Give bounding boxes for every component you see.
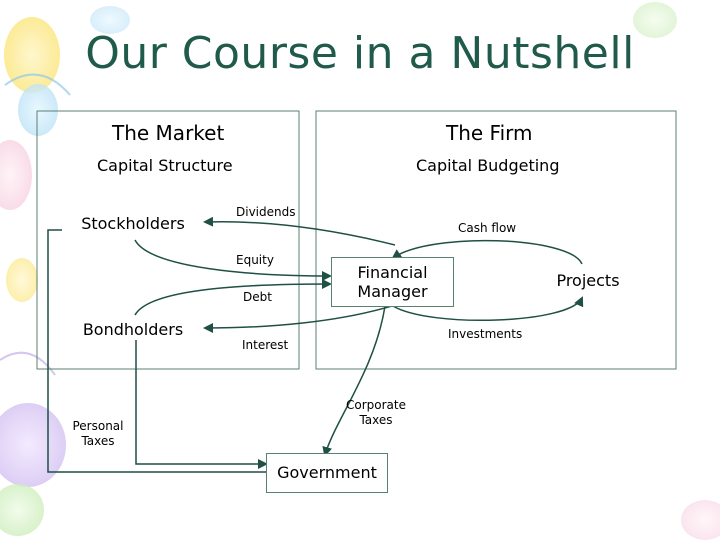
firm-subtitle: Capital Budgeting bbox=[416, 156, 559, 175]
projects-box: Projects bbox=[530, 262, 646, 300]
bondholders-box: Bondholders bbox=[62, 310, 204, 350]
stockholders-box: Stockholders bbox=[62, 204, 204, 244]
projects-label: Projects bbox=[556, 271, 619, 290]
market-title: The Market bbox=[112, 121, 224, 145]
government-box: Government bbox=[266, 453, 388, 493]
stockholders-label: Stockholders bbox=[81, 214, 185, 233]
slide-title: Our Course in a Nutshell bbox=[0, 28, 720, 79]
equity-label: Equity bbox=[236, 253, 274, 267]
debt-label: Debt bbox=[243, 290, 272, 304]
cash-flow-label: Cash flow bbox=[458, 221, 516, 235]
financial-manager-label: Financial Manager bbox=[348, 263, 438, 301]
investments-label: Investments bbox=[448, 327, 522, 341]
firm-title: The Firm bbox=[446, 121, 533, 145]
dividends-label: Dividends bbox=[236, 205, 295, 219]
corporate-taxes-label: Corporate Taxes bbox=[340, 398, 412, 428]
government-label: Government bbox=[277, 463, 377, 482]
financial-manager-box: Financial Manager bbox=[331, 257, 454, 307]
bondholders-label: Bondholders bbox=[83, 320, 183, 339]
interest-label: Interest bbox=[242, 338, 288, 352]
market-subtitle: Capital Structure bbox=[97, 156, 233, 175]
personal-taxes-label: Personal Taxes bbox=[64, 419, 132, 449]
